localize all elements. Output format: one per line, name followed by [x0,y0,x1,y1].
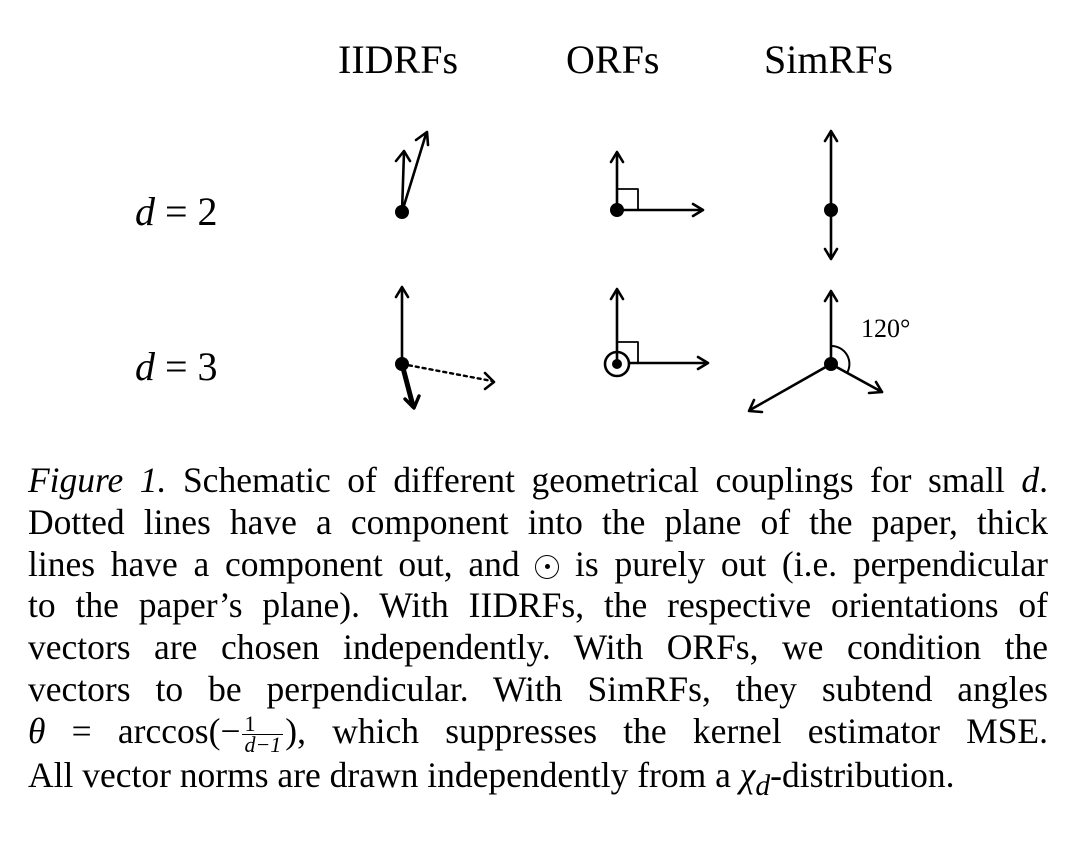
caption-line-4: to the paper’s plane). With IIDRFs, the … [28,585,1048,626]
orfs-d3-vectors [603,287,710,378]
column-header-iidrfs: IIDRFs [338,37,459,82]
row-label-d3: d = 3 [135,344,218,389]
simrfs-d2-vectors [823,129,839,261]
simrfs-d3-vectors [747,289,884,414]
caption-line-3: lines have a component out, and is purel… [28,543,1048,584]
caption-line-1: Figure 1. Schematic of different geometr… [28,460,1048,500]
column-header-simrfs: SimRFs [764,37,893,82]
vector-diagram [394,129,884,414]
orfs-d2-vectors [609,150,705,218]
row-label-d2: d = 2 [135,189,218,234]
figure: IIDRFs ORFs SimRFs d = 2 d = 3 120° [135,37,911,414]
iidrfs-d3-vectors [394,285,496,410]
iidrfs-d2-vectors [394,130,430,214]
column-header-orfs: ORFs [566,37,660,82]
caption-line-8: All vector norms are drawn independently… [28,755,955,803]
odot-icon [535,554,560,579]
angle-label: 120° [861,314,911,343]
caption-line-5: vectors are chosen independently. With O… [28,627,1048,668]
caption-line-2: Dotted lines have a component into the p… [28,501,1048,542]
caption-line-6: vectors to be perpendicular. With SimRFs… [28,668,1048,709]
figure-caption: Figure 1. Schematic of different geometr… [28,460,1048,808]
